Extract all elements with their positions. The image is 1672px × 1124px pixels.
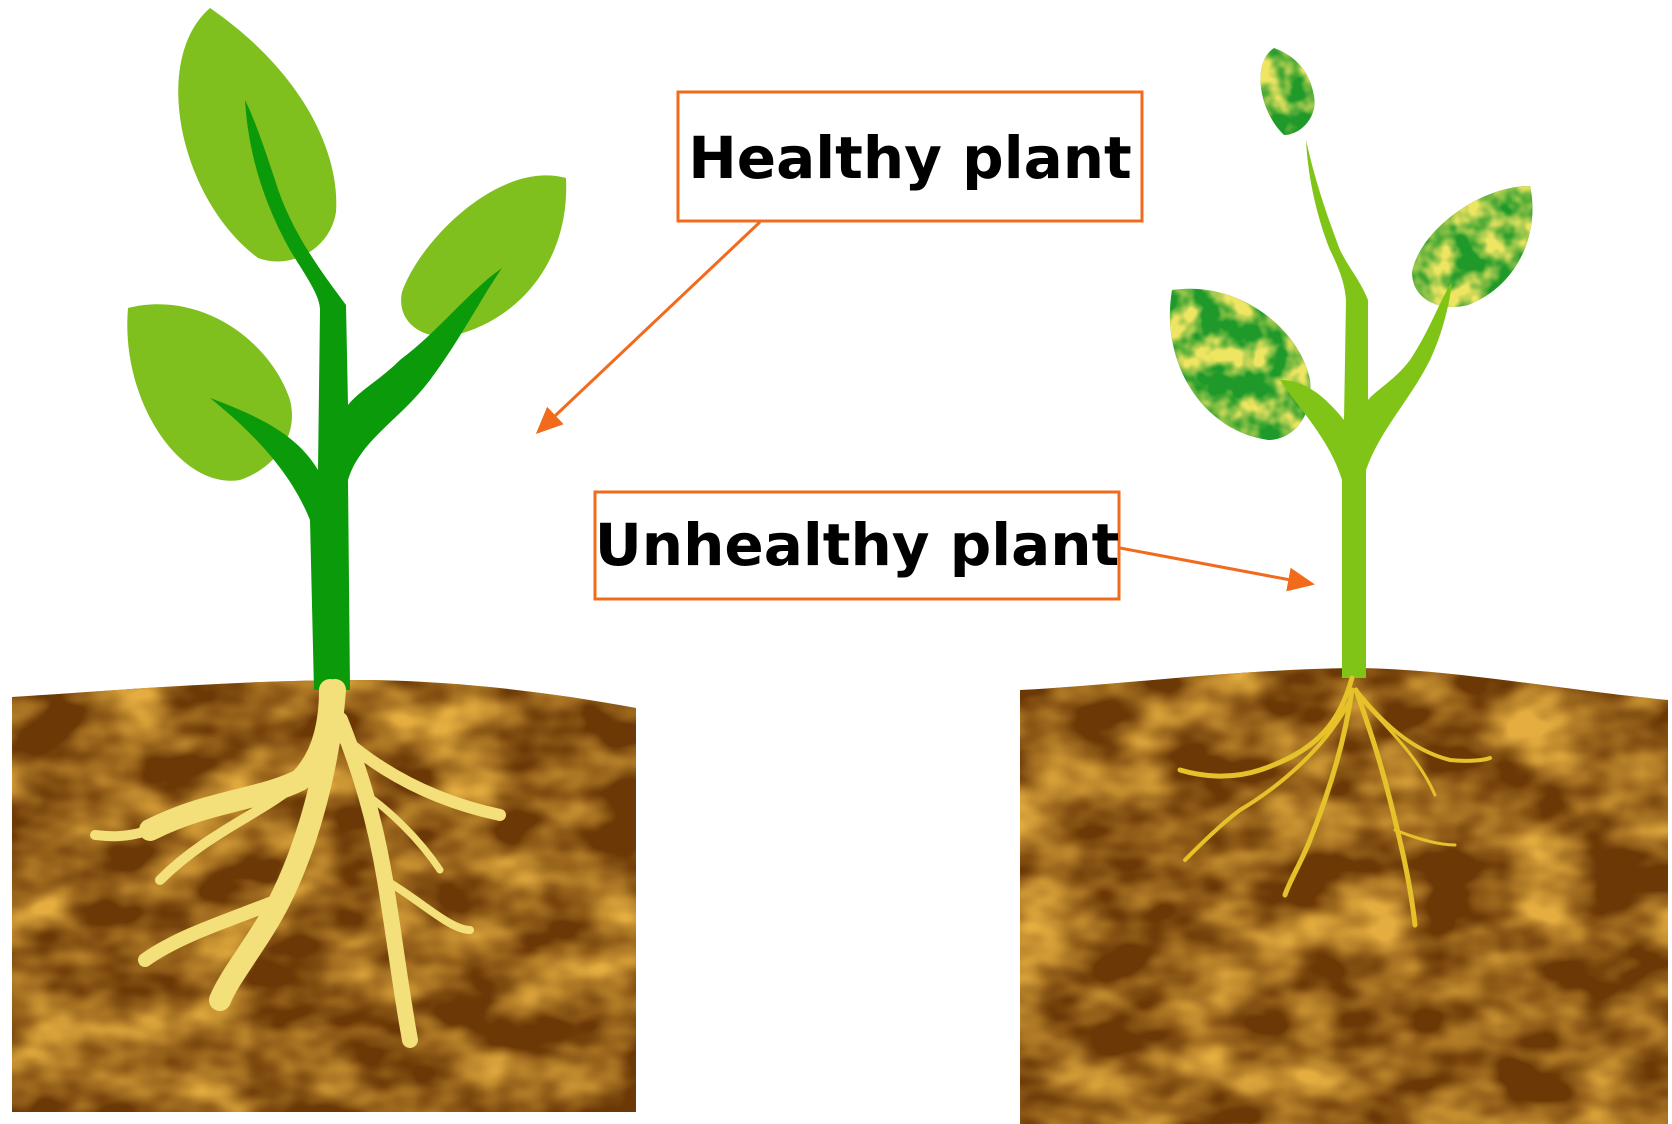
unhealthy-label: Unhealthy plant <box>595 511 1120 579</box>
healthy-plant-group <box>12 8 636 1112</box>
healthy-callout: Healthy plant <box>538 92 1142 432</box>
unhealthy-leaf-right <box>1412 186 1532 307</box>
unhealthy-leaf-top <box>1261 48 1315 135</box>
unhealthy-arrow <box>1120 548 1312 584</box>
unhealthy-stem <box>1280 140 1452 678</box>
unhealthy-leaf-left <box>1170 289 1311 440</box>
healthy-label: Healthy plant <box>688 124 1131 192</box>
healthy-arrow <box>538 222 760 432</box>
healthy-leaf-right <box>401 175 566 336</box>
unhealthy-callout: Unhealthy plant <box>595 492 1312 599</box>
healthy-leaf-left <box>127 304 292 480</box>
